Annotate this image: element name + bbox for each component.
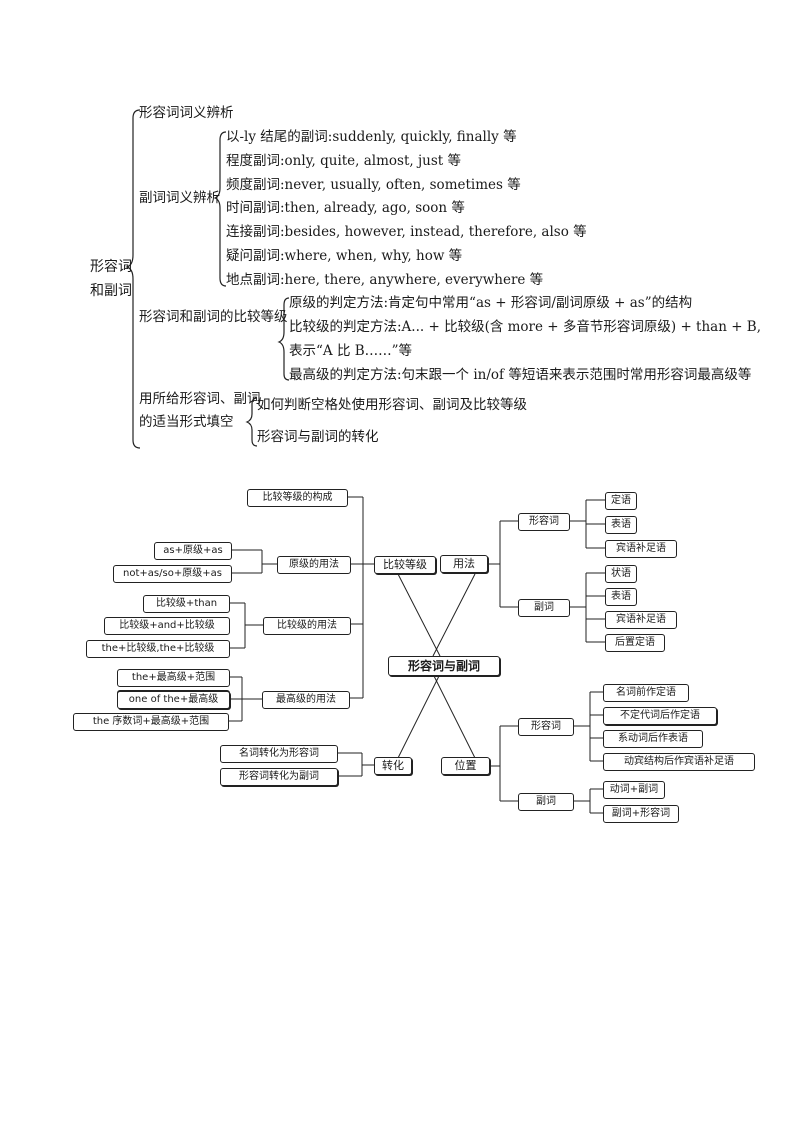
tree-branch-adj-meaning: 形容词词义辨析 xyxy=(139,105,234,121)
map-superlative-item: one of the+最高级 xyxy=(117,691,230,709)
map-usage-adv-item: 表语 xyxy=(605,588,637,606)
map-position-adv-item: 副词+形容词 xyxy=(603,805,679,823)
tree-adv-item: 频度副词:never, usually, often, sometimes 等 xyxy=(226,177,521,193)
map-superlative-item: the 序数词+最高级+范围 xyxy=(73,713,229,731)
comparison-brace xyxy=(277,297,290,381)
map-positive-node: 原级的用法 xyxy=(277,556,351,574)
map-position-adv-node: 副词 xyxy=(518,793,574,811)
map-usage-adj-item: 定语 xyxy=(605,492,637,510)
map-usage-adj-item: 表语 xyxy=(605,516,637,534)
tree-adv-item: 以-ly 结尾的副词:suddenly, quickly, finally 等 xyxy=(226,129,517,145)
tree-comparison-item: 表示“A 比 B……”等 xyxy=(289,343,413,359)
adverb-brace xyxy=(213,131,227,287)
map-center-node: 形容词与副词 xyxy=(388,656,500,676)
tree-root-line2: 和副词 xyxy=(90,283,132,299)
map-position-adj-node: 形容词 xyxy=(518,718,574,736)
tree-comparison-item: 最高级的判定方法:句末跟一个 in/of 等短语来表示范围时常用形容词最高级等 xyxy=(289,367,752,383)
map-usage-adv-node: 副词 xyxy=(518,599,570,617)
map-position-adj-item: 动宾结构后作宾语补足语 xyxy=(603,753,755,771)
map-usage-adv-item: 宾语补足语 xyxy=(605,611,677,629)
tree-branch-fill-line1: 用所给形容词、副词 xyxy=(139,391,261,407)
map-compare-node: 比较等级 xyxy=(374,556,436,574)
tree-adv-item: 程度副词:only, quite, almost, just 等 xyxy=(226,153,462,169)
map-comparative-node: 比较级的用法 xyxy=(263,617,351,635)
tree-comparison-item: 原级的判定方法:肯定句中常用“as + 形容词/副词原级 + as”的结构 xyxy=(289,295,693,311)
map-convert-item: 名词转化为形容词 xyxy=(220,745,338,763)
tree-fill-item: 形容词与副词的转化 xyxy=(257,429,379,445)
tree-adv-item: 连接副词:besides, however, instead, therefor… xyxy=(226,224,587,240)
map-formation-node: 比较等级的构成 xyxy=(247,489,348,507)
map-usage-adj-node: 形容词 xyxy=(518,513,570,531)
tree-fill-item: 如何判断空格处使用形容词、副词及比较等级 xyxy=(257,397,527,413)
map-superlative-item: the+最高级+范围 xyxy=(117,669,230,687)
map-comparative-item: 比较级+than xyxy=(143,595,230,613)
root-brace xyxy=(125,109,141,449)
tree-adv-item: 地点副词:here, there, anywhere, everywhere 等 xyxy=(226,272,544,288)
map-position-adj-item: 系动词后作表语 xyxy=(603,730,703,748)
map-convert-item: 形容词转化为副词 xyxy=(220,768,338,786)
map-superlative-node: 最高级的用法 xyxy=(262,691,350,709)
map-position-adj-item: 名词前作定语 xyxy=(603,684,689,702)
map-positive-item: not+as/so+原级+as xyxy=(113,565,232,583)
map-convert-node: 转化 xyxy=(374,757,412,775)
tree-branch-fill-line2: 的适当形式填空 xyxy=(139,414,234,430)
map-position-node: 位置 xyxy=(441,757,490,775)
tree-comparison-item: 比较级的判定方法:A... + 比较级(含 more + 多音节形容词原级) +… xyxy=(289,319,762,335)
map-position-adj-item: 不定代词后作定语 xyxy=(603,707,717,725)
map-usage-adj-item: 宾语补足语 xyxy=(605,540,677,558)
fill-brace xyxy=(245,397,258,447)
map-comparative-item: 比较级+and+比较级 xyxy=(104,617,230,635)
tree-branch-adv-meaning: 副词词义辨析 xyxy=(139,190,220,206)
tree-adv-item: 疑问副词:where, when, why, how 等 xyxy=(226,248,463,264)
tree-root-line1: 形容词 xyxy=(90,259,132,275)
map-comparative-item: the+比较级,the+比较级 xyxy=(86,640,230,658)
tree-adv-item: 时间副词:then, already, ago, soon 等 xyxy=(226,200,465,216)
map-usage-node: 用法 xyxy=(440,555,488,573)
map-usage-adv-item: 状语 xyxy=(605,565,637,583)
map-usage-adv-item: 后置定语 xyxy=(605,634,665,652)
mind-map-connectors xyxy=(227,496,605,814)
map-position-adv-item: 动词+副词 xyxy=(603,781,665,799)
map-positive-item: as+原级+as xyxy=(154,542,232,560)
tree-brackets xyxy=(125,109,290,449)
tree-branch-comparison: 形容词和副词的比较等级 xyxy=(139,309,288,325)
